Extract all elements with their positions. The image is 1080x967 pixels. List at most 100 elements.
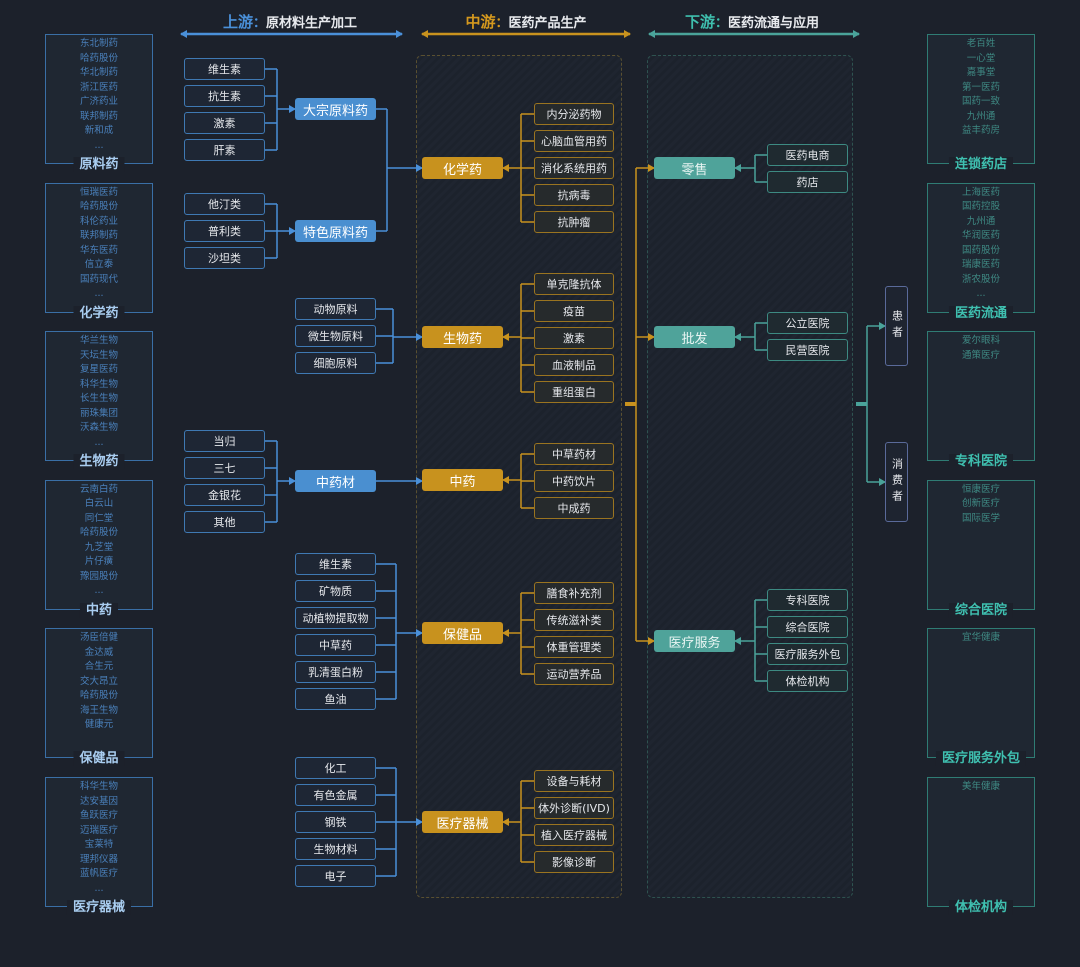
raw-material-box[interactable]: 生物材料 xyxy=(295,838,376,860)
product-subtype-box[interactable]: 消化系统用药 xyxy=(534,157,614,179)
channel-box[interactable]: 零售 xyxy=(654,157,735,179)
product-category-box[interactable]: 保健品 xyxy=(422,622,503,644)
panel-title: 连锁药店 xyxy=(948,157,1014,172)
downstream-company-panel: 上海医药国药控股九州通华润医药国药股份瑞康医药浙农股份...医药流通 xyxy=(927,182,1035,321)
company-name: 上海医药 xyxy=(961,186,1000,198)
product-subtype-box[interactable]: 膳食补充剂 xyxy=(534,582,614,604)
upstream-company-panel: 华兰生物天坛生物复星医药科华生物长生生物丽珠集团沃森生物...生物药 xyxy=(45,331,153,470)
company-name: 鱼跃医疗 xyxy=(79,810,118,821)
product-subtype-box[interactable]: 重组蛋白 xyxy=(534,381,614,403)
raw-material-box[interactable]: 普利类 xyxy=(184,220,265,242)
raw-material-box[interactable]: 电子 xyxy=(295,865,376,887)
raw-material-box[interactable]: 三七 xyxy=(184,457,265,479)
raw-material-box[interactable]: 细胞原料 xyxy=(295,352,376,374)
company-name: 科华生物 xyxy=(79,378,118,390)
product-subtype-box[interactable]: 设备与耗材 xyxy=(534,770,614,792)
raw-material-box[interactable]: 动物原料 xyxy=(295,298,376,320)
upstream-company-panel: 科华生物达安基因鱼跃医疗迈瑞医疗宝莱特理邦仪器蓝帆医疗... 医疗器械 xyxy=(45,777,153,915)
application-box[interactable]: 医药电商 xyxy=(767,144,848,166)
product-category-box[interactable]: 化学药 xyxy=(422,157,503,179)
product-subtype-box[interactable]: 影像诊断 xyxy=(534,851,614,873)
raw-material-box[interactable]: 有色金属 xyxy=(295,784,376,806)
product-category-box[interactable]: 生物药 xyxy=(422,326,503,348)
product-subtype-box[interactable]: 中成药 xyxy=(534,497,614,519)
raw-material-box[interactable]: 维生素 xyxy=(295,553,376,575)
raw-material-box[interactable]: 乳清蛋白粉 xyxy=(295,661,376,683)
panel-title: 生物药 xyxy=(73,454,125,470)
application-box[interactable]: 综合医院 xyxy=(767,616,848,638)
application-box[interactable]: 公立医院 xyxy=(767,312,848,334)
company-name: 科华生物 xyxy=(79,781,118,792)
company-name: 合生元 xyxy=(84,661,114,673)
raw-material-box[interactable]: 化工 xyxy=(295,757,376,779)
company-name: 国药控股 xyxy=(961,201,1000,213)
company-list: 上海医药国药控股九州通华润医药国药股份瑞康医药浙农股份... xyxy=(928,186,1034,302)
raw-material-box[interactable]: 激素 xyxy=(184,112,265,134)
panel-title: 医疗器械 xyxy=(66,900,132,915)
raw-material-box[interactable]: 肝素 xyxy=(184,139,265,161)
product-subtype-box[interactable]: 疫苗 xyxy=(534,300,614,322)
product-subtype-box[interactable]: 运动营养品 xyxy=(534,663,614,685)
raw-material-box[interactable]: 矿物质 xyxy=(295,580,376,602)
application-box[interactable]: 民营医院 xyxy=(767,339,848,361)
raw-material-box[interactable]: 他汀类 xyxy=(184,193,265,215)
application-box[interactable]: 专科医院 xyxy=(767,589,848,611)
company-name: 长生生物 xyxy=(79,393,118,405)
product-category-box[interactable]: 中药 xyxy=(422,469,503,491)
company-name: 国药一致 xyxy=(961,96,1000,107)
company-name: ... xyxy=(94,288,104,300)
company-name: 哈药股份 xyxy=(79,52,118,64)
product-subtype-box[interactable]: 中药饮片 xyxy=(534,470,614,492)
product-subtype-box[interactable]: 内分泌药物 xyxy=(534,103,614,125)
product-subtype-box[interactable]: 体外诊断(IVD) xyxy=(534,797,614,819)
company-list: 科华生物达安基因鱼跃医疗迈瑞医疗宝莱特理邦仪器蓝帆医疗... xyxy=(46,780,152,896)
upstream-company-panel: 恒瑞医药哈药股份科伦药业联邦制药华东医药信立泰国药现代...化学药 xyxy=(45,182,153,321)
product-category-box[interactable]: 医疗器械 xyxy=(422,811,503,833)
product-subtype-box[interactable]: 体重管理类 xyxy=(534,636,614,658)
company-name: 东北制药 xyxy=(79,38,118,49)
channel-box[interactable]: 批发 xyxy=(654,326,735,348)
raw-category-box[interactable]: 中药材 xyxy=(295,470,376,492)
raw-material-box[interactable]: 中草药 xyxy=(295,634,376,656)
raw-material-box[interactable]: 动植物提取物 xyxy=(295,607,376,629)
downstream-zone xyxy=(647,55,853,898)
raw-material-box[interactable]: 沙坦类 xyxy=(184,247,265,269)
end-user-label: 消费者 xyxy=(890,458,904,506)
raw-material-box[interactable]: 维生素 xyxy=(184,58,265,80)
downstream-desc: 医药流通与应用 xyxy=(728,16,820,31)
midstream-desc: 医药产品生产 xyxy=(508,16,587,31)
raw-material-box[interactable]: 鱼油 xyxy=(295,688,376,710)
product-subtype-box[interactable]: 心脑血管用药 xyxy=(534,130,614,152)
panel-title: 综合医院 xyxy=(948,602,1014,618)
raw-material-box[interactable]: 金银花 xyxy=(184,484,265,506)
product-subtype-box[interactable]: 中草药材 xyxy=(534,443,614,465)
company-list: 恒瑞医药哈药股份科伦药业联邦制药华东医药信立泰国药现代... xyxy=(46,186,152,302)
product-subtype-box[interactable]: 传统滋补类 xyxy=(534,609,614,631)
company-name: 信立泰 xyxy=(84,259,114,271)
downstream-company-panel: 美年健康体检机构 xyxy=(927,777,1035,915)
downstream-company-panel: 恒康医疗创新医疗国际医学综合医院 xyxy=(927,479,1035,618)
company-name: 国药现代 xyxy=(79,273,118,285)
company-name: 金达威 xyxy=(84,646,114,658)
raw-material-box[interactable]: 微生物原料 xyxy=(295,325,376,347)
application-box[interactable]: 体检机构 xyxy=(767,670,848,692)
product-subtype-box[interactable]: 抗肿瘤 xyxy=(534,211,614,233)
product-subtype-box[interactable]: 植入医疗器械 xyxy=(534,824,614,846)
raw-category-box[interactable]: 特色原料药 xyxy=(295,220,376,242)
product-subtype-box[interactable]: 单克隆抗体 xyxy=(534,273,614,295)
product-subtype-box[interactable]: 激素 xyxy=(534,327,614,349)
product-subtype-box[interactable]: 血液制品 xyxy=(534,354,614,376)
raw-material-box[interactable]: 当归 xyxy=(184,430,265,452)
raw-material-box[interactable]: 钢铁 xyxy=(295,811,376,833)
raw-category-box[interactable]: 大宗原料药 xyxy=(295,98,376,120)
company-name: 浙农股份 xyxy=(961,273,1000,285)
channel-box[interactable]: 医疗服务 xyxy=(654,630,735,652)
application-box[interactable]: 医疗服务外包 xyxy=(767,643,848,665)
end-user-box[interactable]: 消费者 xyxy=(885,442,908,522)
application-box[interactable]: 药店 xyxy=(767,171,848,193)
product-subtype-box[interactable]: 抗病毒 xyxy=(534,184,614,206)
raw-material-box[interactable]: 抗生素 xyxy=(184,85,265,107)
company-name: 瑞康医药 xyxy=(961,259,1000,271)
raw-material-box[interactable]: 其他 xyxy=(184,511,265,533)
end-user-box[interactable]: 患者 xyxy=(885,286,908,366)
